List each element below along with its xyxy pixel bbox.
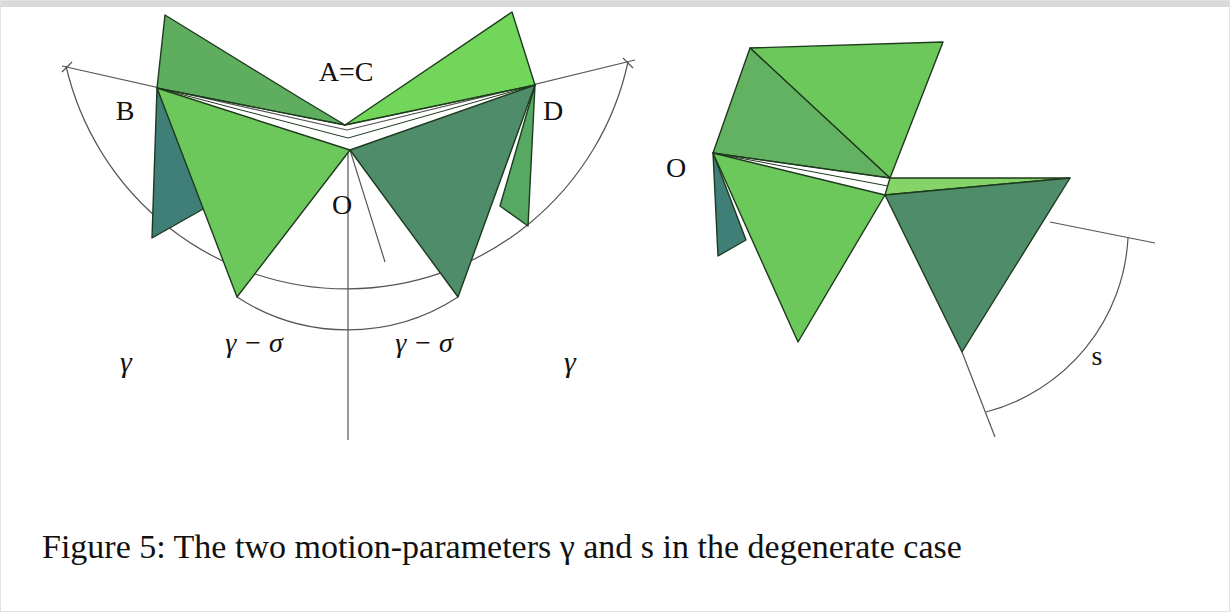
edge-line <box>713 153 890 178</box>
arc-tick <box>623 58 633 68</box>
angle-label: γ <box>564 347 576 377</box>
right-polyhedron <box>713 42 1070 352</box>
face <box>157 88 350 297</box>
angle-label: γ − σ <box>395 329 453 357</box>
top-border <box>0 0 1230 7</box>
guide-line <box>1050 222 1155 243</box>
vertex-label: O <box>332 191 352 219</box>
angle-label: γ − σ <box>225 329 283 357</box>
edge-line <box>157 88 345 125</box>
edge-line <box>345 85 535 125</box>
angle-guides <box>62 58 635 440</box>
angle-label: s <box>1092 342 1103 370</box>
vertex-label: A=C <box>319 58 374 86</box>
vertex-label: B <box>116 97 135 125</box>
face <box>885 178 1070 352</box>
guide-line <box>962 352 995 437</box>
angle-label: γ <box>120 347 132 377</box>
vertex-label: D <box>543 97 563 125</box>
vertex-label: O <box>666 154 686 182</box>
face <box>713 153 885 342</box>
figure-caption: Figure 5: The two motion-parameters γ an… <box>42 530 962 564</box>
gamma-arc <box>66 62 628 289</box>
left-polyhedron <box>152 12 535 297</box>
face <box>350 85 535 297</box>
inner-arc <box>237 297 458 330</box>
edge-line <box>713 153 888 186</box>
edge-line <box>157 88 348 138</box>
arc-tick <box>62 62 72 72</box>
edge-line <box>348 85 535 138</box>
